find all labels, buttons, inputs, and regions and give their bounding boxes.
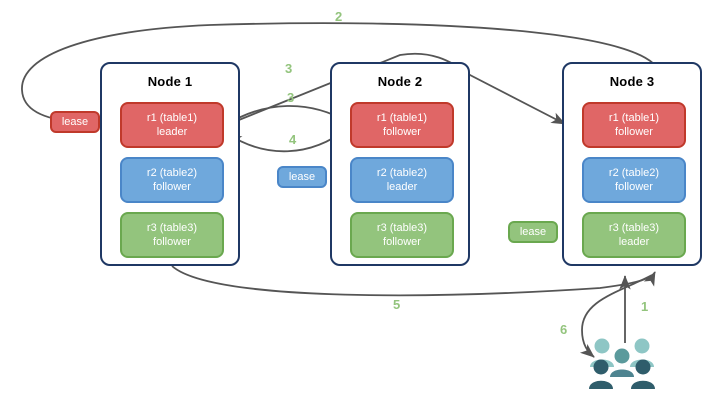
replica-node2-r2[interactable]: r2 (table2) leader: [350, 157, 454, 203]
replica-role: follower: [615, 126, 653, 138]
step-label-2: 2: [335, 9, 343, 24]
replica-role: follower: [383, 236, 421, 248]
lease-badge-r3[interactable]: lease: [508, 221, 558, 243]
users-icon: [589, 338, 655, 389]
replica-name: r1 (table1): [608, 112, 660, 124]
step-label-4: 4: [289, 132, 297, 147]
replica-node3-r2[interactable]: r2 (table2) follower: [582, 157, 686, 203]
node-container-1[interactable]: Node 1 r1 (table1) leader r2 (table2) fo…: [100, 62, 240, 266]
node-container-2[interactable]: Node 2 r1 (table1) follower r2 (table2) …: [330, 62, 470, 266]
replica-node3-r3[interactable]: r3 (table3) leader: [582, 212, 686, 258]
node-title-2: Node 2: [377, 74, 423, 89]
replica-node1-r2[interactable]: r2 (table2) follower: [120, 157, 224, 203]
replica-name: r1 (table1): [146, 112, 198, 124]
replica-node2-r1[interactable]: r1 (table1) follower: [350, 102, 454, 148]
replica-role: leader: [618, 236, 650, 248]
replica-role: follower: [383, 126, 421, 138]
node-title-3: Node 3: [609, 74, 655, 89]
node-title-1: Node 1: [147, 74, 193, 89]
replica-role: leader: [386, 181, 418, 193]
replica-name: r2 (table2): [376, 167, 428, 179]
step-label-3b: 3: [287, 90, 295, 105]
replica-role: follower: [153, 181, 191, 193]
replica-node2-r3[interactable]: r3 (table3) follower: [350, 212, 454, 258]
replica-name: r3 (table3): [376, 222, 428, 234]
step-label-6: 6: [560, 322, 568, 337]
lease-badge-r1[interactable]: lease: [50, 111, 100, 133]
replica-role: follower: [615, 181, 653, 193]
edge-5-node1-to-node3: [171, 265, 656, 297]
replica-name: r2 (table2): [146, 167, 198, 179]
step-label-5: 5: [393, 297, 401, 312]
replica-node1-r1[interactable]: r1 (table1) leader: [120, 102, 224, 148]
replica-name: r3 (table3): [146, 222, 198, 234]
replica-role: follower: [153, 236, 191, 248]
lease-badge-r2[interactable]: lease: [277, 166, 327, 188]
step-label-1: 1: [641, 299, 649, 314]
node-container-3[interactable]: Node 3 r1 (table1) follower r2 (table2) …: [562, 62, 702, 266]
replica-node3-r1[interactable]: r1 (table1) follower: [582, 102, 686, 148]
replica-name: r1 (table1): [376, 112, 428, 124]
replica-role: leader: [156, 126, 188, 138]
step-label-3a: 3: [285, 61, 293, 76]
replica-node1-r3[interactable]: r3 (table3) follower: [120, 212, 224, 258]
replica-name: r3 (table3): [608, 222, 660, 234]
replica-name: r2 (table2): [608, 167, 660, 179]
